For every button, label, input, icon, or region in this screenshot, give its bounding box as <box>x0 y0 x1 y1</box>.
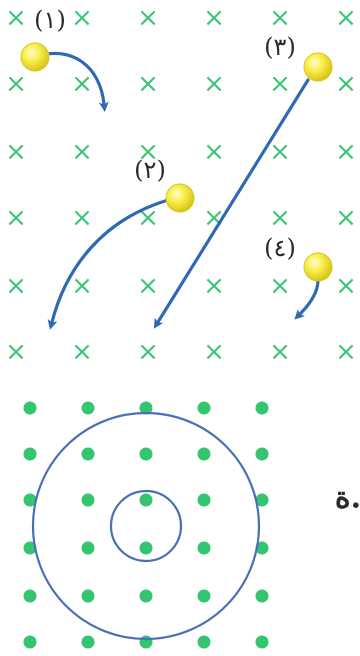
into-page-field-grid: ×××××××××××××××××××××××××××××××××××× <box>5 3 357 367</box>
field-dot-mark <box>23 447 37 461</box>
field-dot-mark <box>255 635 269 649</box>
particle-1-label: (١) <box>34 6 66 34</box>
field-x-mark: × <box>335 137 357 167</box>
field-dot-mark <box>139 589 153 603</box>
field-dot-mark <box>139 635 153 649</box>
field-dot-mark <box>197 635 211 649</box>
field-dot-mark <box>81 493 95 507</box>
field-x-mark: × <box>203 137 225 167</box>
field-x-mark: × <box>335 69 357 99</box>
trajectory-4-path <box>294 278 320 320</box>
margin-text-fragment: ة. <box>335 481 360 516</box>
field-x-mark: × <box>335 203 357 233</box>
field-dot-mark <box>255 589 269 603</box>
field-x-mark: × <box>335 3 357 33</box>
field-x-mark: × <box>5 3 27 33</box>
large-orbit-circle <box>31 411 261 641</box>
particle-2-label: (٢) <box>134 156 166 184</box>
field-dot-mark <box>139 493 153 507</box>
field-x-mark: × <box>5 337 27 367</box>
field-dot-mark <box>197 493 211 507</box>
field-dot-mark <box>255 447 269 461</box>
field-x-mark: × <box>5 137 27 167</box>
particle-4-ball <box>303 252 333 282</box>
field-x-mark: × <box>5 203 27 233</box>
field-x-mark: × <box>137 271 159 301</box>
field-x-mark: × <box>71 137 93 167</box>
field-dot-mark <box>81 635 95 649</box>
out-of-page-field-grid <box>23 401 269 649</box>
particle-3-label: (٣) <box>264 33 296 61</box>
field-x-mark: × <box>5 69 27 99</box>
field-x-mark: × <box>71 203 93 233</box>
field-dot-mark <box>81 541 95 555</box>
field-dot-mark <box>197 589 211 603</box>
field-x-mark: × <box>269 137 291 167</box>
field-dot-mark <box>255 401 269 415</box>
particle-3-ball <box>303 52 333 82</box>
particle-2-ball <box>165 183 195 213</box>
particle-4-label: (٤) <box>264 234 296 262</box>
field-x-mark: × <box>137 337 159 367</box>
field-dot-mark <box>81 401 95 415</box>
field-x-mark: × <box>71 271 93 301</box>
field-dot-mark <box>139 447 153 461</box>
trajectory-3-path <box>153 78 310 329</box>
field-x-mark: × <box>137 69 159 99</box>
field-x-mark: × <box>203 337 225 367</box>
small-orbit-circle <box>109 489 183 563</box>
particle-labels: (١) (٢) (٣) (٤) <box>34 6 296 262</box>
field-x-mark: × <box>137 137 159 167</box>
field-x-mark: × <box>335 271 357 301</box>
particle-1-ball <box>20 42 50 72</box>
field-x-mark: × <box>269 337 291 367</box>
field-dot-mark <box>197 401 211 415</box>
field-dot-mark <box>81 589 95 603</box>
field-dot-mark <box>197 541 211 555</box>
field-x-mark: × <box>269 271 291 301</box>
field-x-mark: × <box>71 337 93 367</box>
field-dot-mark <box>139 401 153 415</box>
trajectory-2-path <box>47 198 170 330</box>
field-x-mark: × <box>203 3 225 33</box>
particles <box>20 42 333 282</box>
field-dot-mark <box>23 635 37 649</box>
field-dot-mark <box>197 447 211 461</box>
field-x-mark: × <box>5 271 27 301</box>
field-x-mark: × <box>335 337 357 367</box>
field-x-mark: × <box>137 3 159 33</box>
field-dot-mark <box>255 493 269 507</box>
field-x-mark: × <box>269 203 291 233</box>
field-x-mark: × <box>71 3 93 33</box>
field-dot-mark <box>23 401 37 415</box>
field-x-mark: × <box>203 69 225 99</box>
orbit-circles <box>31 411 261 641</box>
field-dot-mark <box>23 589 37 603</box>
field-dot-mark <box>23 493 37 507</box>
field-dot-mark <box>81 447 95 461</box>
field-dot-mark <box>255 541 269 555</box>
field-x-mark: × <box>203 271 225 301</box>
field-x-mark: × <box>71 69 93 99</box>
field-dot-mark <box>139 541 153 555</box>
field-x-mark: × <box>269 3 291 33</box>
field-dot-mark <box>23 541 37 555</box>
field-x-mark: × <box>269 69 291 99</box>
